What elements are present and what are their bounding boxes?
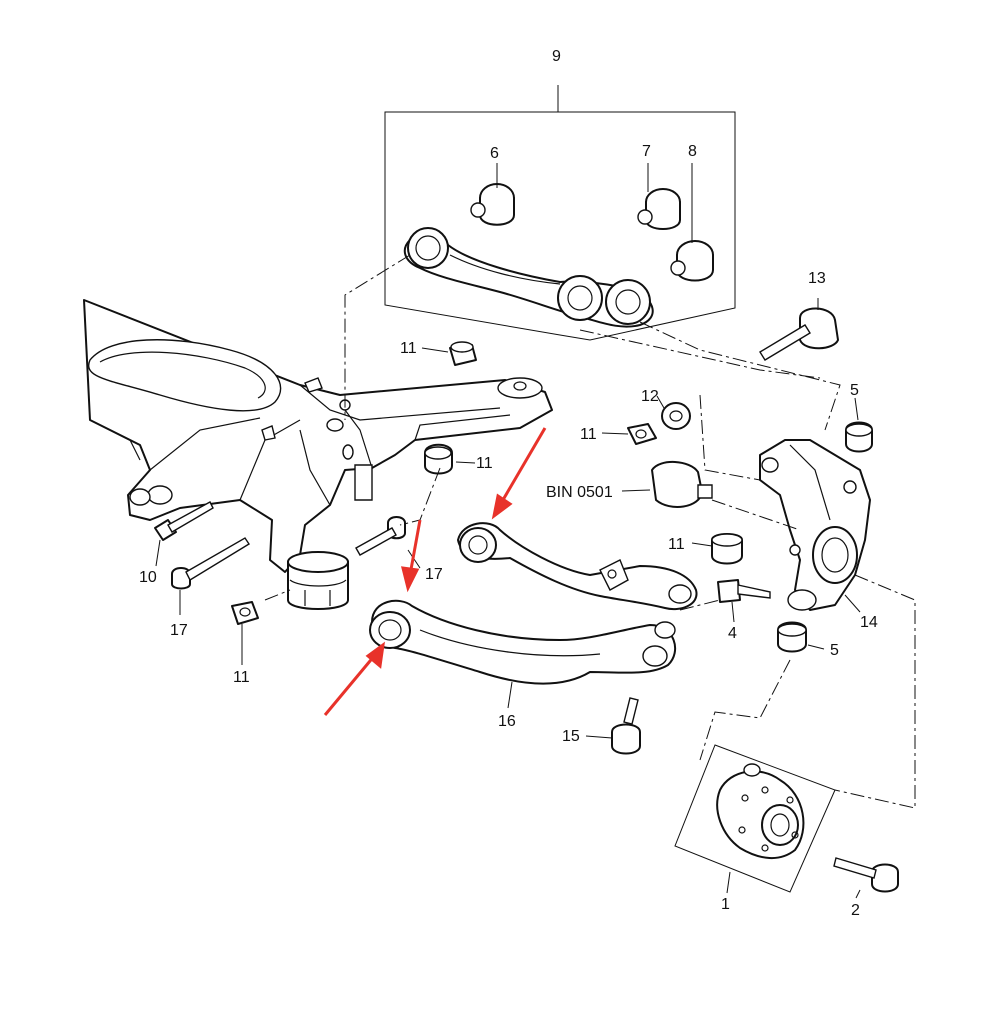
arrow-upper — [498, 427, 547, 506]
callout-17-left: 17 — [170, 622, 188, 639]
hub-box — [674, 744, 836, 893]
callout-16: 16 — [498, 713, 516, 730]
callout-5-upper: 5 — [850, 382, 859, 399]
callout-10: 10 — [139, 569, 157, 586]
hub-bearing-kit — [674, 744, 836, 893]
arrow-lower — [323, 654, 377, 716]
red-arrows — [323, 427, 547, 716]
callout-14: 14 — [860, 614, 878, 631]
callout-6: 6 — [490, 145, 499, 162]
callout-13: 13 — [808, 270, 826, 287]
callout-11-top: 11 — [400, 340, 417, 357]
callout-8: 8 — [688, 143, 697, 160]
callout-11-subframe: 11 — [476, 455, 493, 472]
callout-5-lower: 5 — [830, 642, 839, 659]
callout-15: 15 — [562, 728, 580, 745]
hardware-items — [154, 307, 899, 893]
hub-carrier — [759, 439, 871, 611]
arrow-middle — [408, 519, 422, 576]
upper-arm-kit — [384, 85, 736, 341]
leader-lines — [155, 163, 916, 899]
callout-11-washer: 11 — [580, 426, 597, 443]
kit-box — [384, 85, 736, 341]
callout-9: 9 — [552, 48, 561, 65]
callout-12: 12 — [641, 388, 659, 405]
callout-4: 4 — [728, 625, 737, 642]
rear-subframe — [83, 299, 553, 610]
callout-17-right: 17 — [425, 566, 443, 583]
callout-1: 1 — [721, 896, 730, 913]
callout-7: 7 — [642, 143, 651, 160]
callout-11-lower: 11 — [233, 669, 250, 686]
part-code-label: BIN 0501 — [546, 484, 613, 501]
callout-11-arm: 11 — [668, 536, 685, 553]
lower-control-arms — [369, 522, 698, 685]
callout-labels: 9 6 7 8 13 11 5 12 11 11 BIN 0501 11 17 … — [139, 48, 878, 919]
callout-2: 2 — [851, 902, 860, 919]
